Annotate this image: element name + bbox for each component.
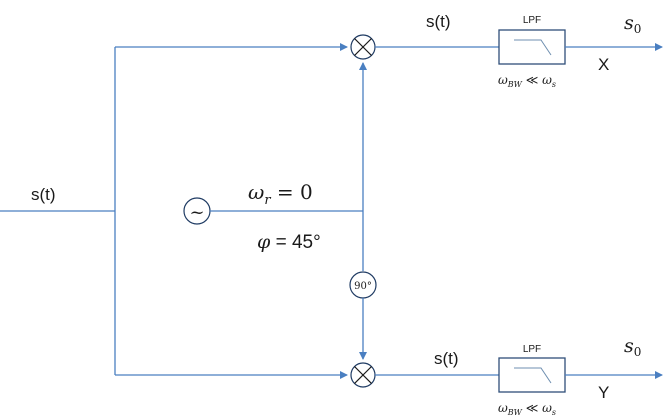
oscillator-phase: φ = 45° [257, 231, 321, 253]
top-mixer [350, 34, 376, 60]
top-lpf: LPF [498, 15, 566, 65]
top-output-name: X [598, 55, 609, 74]
bottom-lpf-response-icon [514, 367, 552, 384]
input-label: s(t) [31, 185, 56, 204]
bottom-output-name: Y [598, 383, 609, 402]
oscillator-symbol: ~ [189, 202, 204, 223]
oscillator-frequency: ωr = 0 [248, 180, 313, 208]
bottom-mixer [350, 362, 376, 388]
bottom-signal-label: s(t) [434, 349, 459, 368]
bottom-output-symbol: s0 [624, 335, 641, 359]
top-lpf-bandwidth: ωBW ≪ ωs [498, 73, 556, 89]
bottom-lpf-label: LPF [523, 344, 541, 355]
phase-shifter-label: 90° [354, 281, 372, 292]
bottom-lpf: LPF [498, 344, 566, 393]
bottom-lpf-bandwidth: ωBW ≪ ωs [498, 401, 556, 417]
top-lpf-response-icon [514, 39, 552, 56]
top-output-symbol: s0 [624, 12, 641, 36]
top-signal-label: s(t) [426, 12, 451, 31]
top-lpf-label: LPF [523, 15, 541, 26]
